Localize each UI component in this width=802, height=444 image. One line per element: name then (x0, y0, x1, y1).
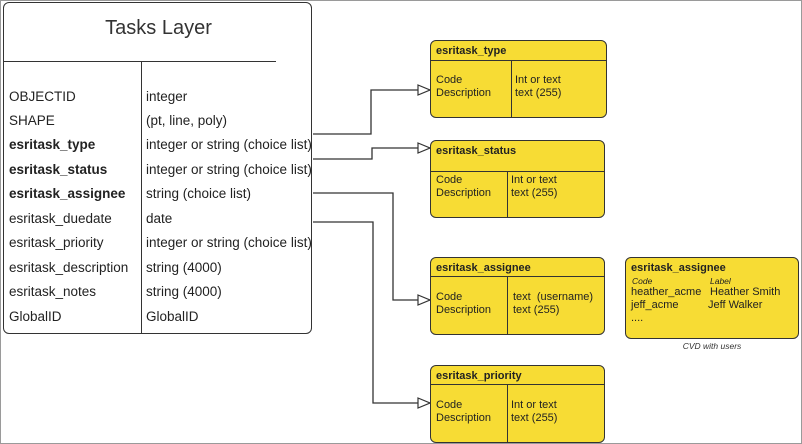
domain-column-divider (507, 172, 508, 217)
domain-assignee-box: esritask_assignee Code Description text … (430, 257, 605, 335)
domain-column-divider (507, 277, 508, 334)
domain-code-label: Code (436, 291, 463, 303)
field-name: esritask_type (9, 137, 96, 152)
domain-description-type: text (255) (511, 412, 558, 424)
title-divider (4, 61, 276, 62)
field-name: esritask_notes (9, 284, 97, 299)
cvd-code: jeff_acme (631, 299, 679, 311)
domain-code-type: Int or text (515, 74, 561, 86)
field-name: esritask_priority (9, 235, 104, 250)
domain-description-label: Description (436, 304, 492, 316)
field-type: string (4000) (146, 260, 222, 275)
domain-title: esritask_status (436, 145, 517, 157)
cvd-label-header: Label (710, 276, 731, 286)
connector-priority (313, 221, 430, 403)
field-name: GlobalID (9, 309, 62, 324)
connector-status (313, 148, 430, 160)
domain-code-label: Code (436, 399, 463, 411)
table-title: Tasks Layer (105, 17, 212, 39)
domain-description-label: Description (436, 87, 492, 99)
field-row: esritask_priority integer or string (cho… (4, 235, 313, 255)
connector-type (313, 90, 430, 135)
cvd-title: esritask_assignee (631, 262, 726, 274)
domain-title: esritask_type (436, 45, 507, 57)
field-name: esritask_description (9, 260, 129, 275)
field-row: esritask_status integer or string (choic… (4, 162, 313, 182)
field-type: GlobalID (146, 309, 199, 324)
domain-code-type: Int or text (511, 174, 557, 186)
field-name: OBJECTID (9, 89, 76, 104)
domain-description-type: text (255) (515, 87, 562, 99)
cvd-code: .... (631, 312, 644, 324)
field-row: esritask_description string (4000) (4, 260, 313, 280)
field-row: esritask_notes string (4000) (4, 284, 313, 304)
cvd-code: heather_acme (631, 286, 702, 298)
connector-assignee (313, 192, 430, 300)
field-name: esritask_status (9, 162, 108, 177)
field-type: integer or string (choice list) (146, 137, 312, 152)
cvd-caption: CVD with users (682, 341, 742, 351)
field-row: GlobalID GlobalID (4, 309, 313, 329)
field-name: esritask_assignee (9, 186, 126, 201)
domain-header-divider (431, 276, 604, 277)
field-type: integer or string (choice list) (146, 162, 312, 177)
domain-description-type: text (255) (511, 187, 558, 199)
domain-column-divider (511, 61, 512, 117)
field-row: esritask_duedate date (4, 211, 313, 231)
field-type: date (146, 211, 173, 226)
domain-status-box: esritask_status Code Description Int or … (430, 140, 605, 218)
cvd-label: Heather Smith (710, 286, 781, 298)
domain-code-label: Code (436, 174, 463, 186)
field-type: string (4000) (146, 284, 222, 299)
domain-code-label: Code (436, 74, 463, 86)
field-type: integer (146, 89, 188, 104)
cvd-assignee-box: esritask_assignee Code Label heather_acm… (625, 257, 799, 339)
field-type: (pt, line, poly) (146, 113, 228, 128)
domain-code-type: Int or text (511, 399, 557, 411)
cvd-label: Jeff Walker (708, 299, 763, 311)
field-type: string (choice list) (146, 186, 252, 201)
field-type: integer or string (choice list) (146, 235, 312, 250)
cvd-code-header: Code (632, 276, 653, 286)
domain-title: esritask_priority (436, 370, 522, 382)
column-divider (141, 62, 142, 334)
domain-description-label: Description (436, 187, 492, 199)
domain-code-type: text (username) (513, 291, 594, 303)
tasks-layer-table: Tasks Layer OBJECTID integer SHAPE (pt, … (3, 2, 312, 334)
field-row: esritask_assignee string (choice list) (4, 186, 313, 206)
field-name: esritask_duedate (9, 211, 112, 226)
domain-header-divider (431, 60, 606, 61)
domain-priority-box: esritask_priority Code Description Int o… (430, 365, 605, 443)
field-name: SHAPE (9, 113, 55, 128)
field-row: OBJECTID integer (4, 89, 313, 109)
domain-description-type: text (255) (513, 304, 560, 316)
domain-header-divider (431, 171, 604, 172)
domain-header-divider (431, 384, 604, 385)
field-row: esritask_type integer or string (choice … (4, 137, 313, 157)
domain-type-box: esritask_type Code Description Int or te… (430, 40, 607, 118)
domain-column-divider (507, 385, 508, 442)
domain-description-label: Description (436, 412, 492, 424)
domain-title: esritask_assignee (436, 262, 531, 274)
field-row: SHAPE (pt, line, poly) (4, 113, 313, 133)
